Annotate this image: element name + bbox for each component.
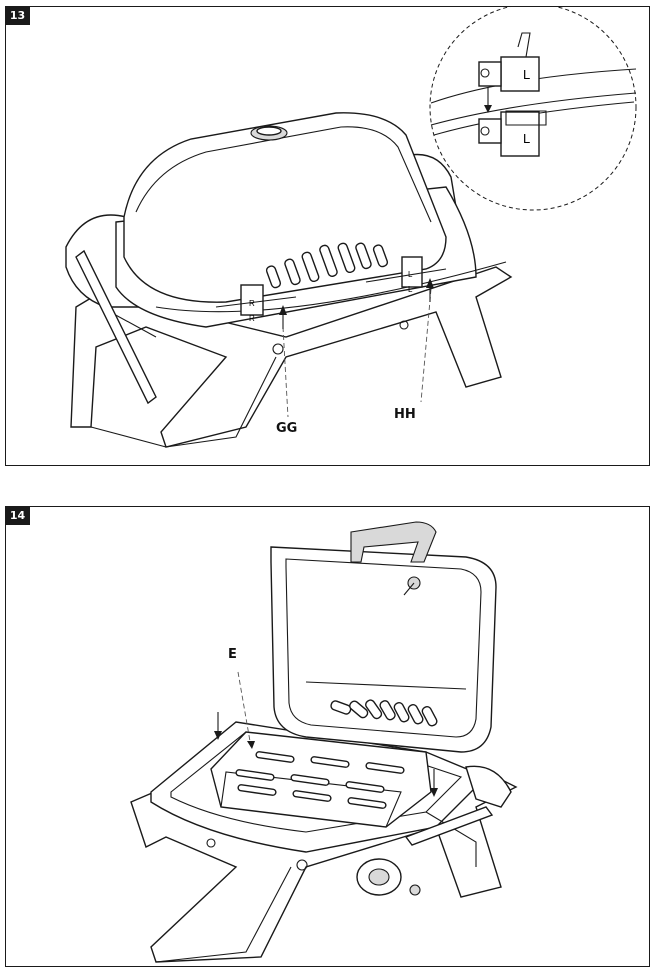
e-leader-line	[237, 671, 252, 748]
detail-tag-upper: L	[523, 67, 530, 82]
side-bar-handle	[75, 249, 157, 405]
side-bar-handle	[404, 806, 494, 846]
warming-rack-e	[210, 731, 432, 828]
grill-closed-lid-illustration: L L	[65, 7, 637, 448]
grill-lid-open	[270, 521, 497, 753]
step-number-badge: 14	[5, 506, 30, 525]
bracket-detail-inset	[429, 7, 637, 211]
bracket-tag-r2: R	[249, 314, 255, 323]
hh-leader-line	[420, 288, 432, 403]
step-13-panel: 13 L L	[5, 6, 650, 466]
grill-lid	[123, 112, 447, 303]
bracket-tag-l2: L	[408, 285, 413, 294]
step-number-badge: 13	[5, 6, 30, 25]
detail-tag-lower: L	[523, 131, 530, 146]
callout-hh: HH	[394, 407, 416, 422]
callout-e: E	[228, 647, 237, 662]
hinge-brackets	[215, 256, 447, 316]
step-14-panel: 14	[5, 506, 650, 967]
bracket-tag-r1: R	[249, 299, 255, 308]
gg-leader-line	[282, 326, 289, 418]
grill-open-lid-illustration	[130, 521, 518, 963]
callout-gg: GG	[276, 421, 298, 436]
bracket-tag-l1: L	[408, 270, 413, 279]
